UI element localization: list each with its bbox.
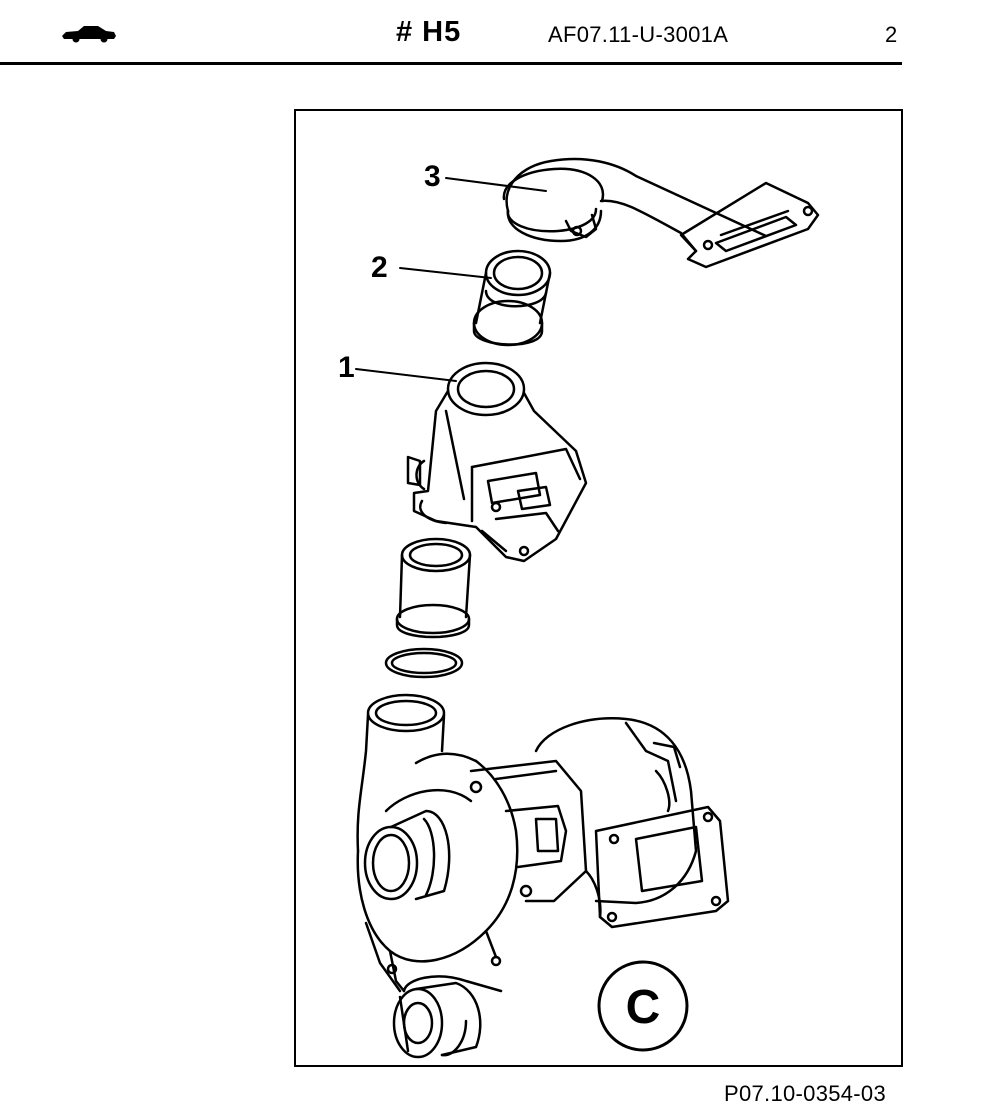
outlet-housing-part xyxy=(406,361,588,563)
intermediate-pipe-part xyxy=(395,537,472,639)
model-code: # H5 xyxy=(396,16,462,48)
car-side-icon xyxy=(62,26,116,43)
figure-id: P07.10-0354-03 xyxy=(724,1081,886,1106)
view-letter-circle xyxy=(597,960,689,1052)
sleeve-part xyxy=(472,249,552,347)
header-divider xyxy=(0,62,902,65)
exhaust-elbow-part xyxy=(502,157,820,269)
turbocharger-exploded-diagram: 3 2 xyxy=(338,157,820,1059)
view-letter: C xyxy=(626,981,661,1034)
callout-label-2: 2 xyxy=(371,251,388,284)
document-number: AF07.11-U-3001A xyxy=(548,22,729,47)
callout-leader-2 xyxy=(399,267,492,279)
callout-label-3: 3 xyxy=(424,160,441,193)
gasket-ring-part xyxy=(384,647,464,679)
callout-leader-1 xyxy=(355,368,457,382)
page-number: 2 xyxy=(885,22,898,47)
callout-leader-3 xyxy=(445,177,547,192)
figure-frame: 3 2 xyxy=(294,109,903,1067)
turbocharger-part xyxy=(356,693,730,1059)
callout-label-1: 1 xyxy=(338,351,355,384)
